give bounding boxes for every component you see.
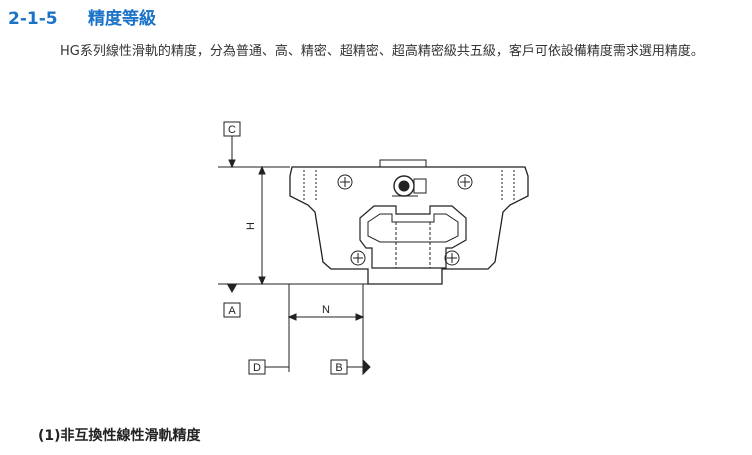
section-number: 2-1-5: [8, 9, 58, 29]
rail-outline: [359, 205, 467, 269]
section-title: 精度等級: [88, 9, 156, 29]
datum-label-c: C: [228, 124, 236, 136]
dimension-label-n: N: [322, 304, 330, 316]
datum-box-a: [223, 302, 241, 318]
dimension-label-h: H: [245, 222, 257, 230]
subsection-title: (1)非互換性線性滑軌精度: [38, 428, 201, 444]
section-heading: 2-1-5 精度等級: [8, 4, 156, 29]
datum-label-b: B: [335, 362, 342, 374]
intro-paragraph: HG系列線性滑軌的精度，分為普通、高、精密、超精密、超高精密級共五級，客戶可依設…: [60, 44, 704, 59]
datum-label-a: A: [228, 305, 236, 317]
datum-label-d: D: [253, 362, 261, 374]
block-outline: [289, 166, 529, 285]
